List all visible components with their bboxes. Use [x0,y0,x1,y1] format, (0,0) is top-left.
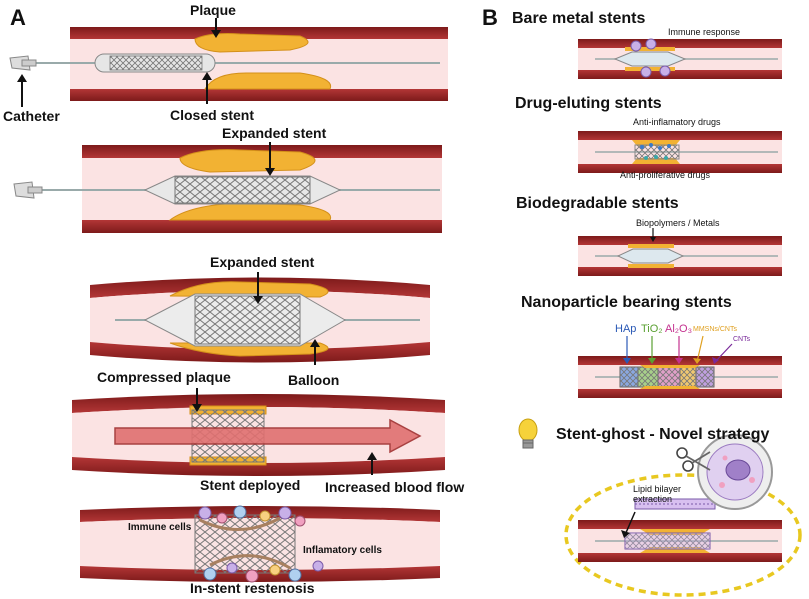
inflamatory-cells-label: Inflamatory cells [303,545,382,556]
nano-cnts-label: CNTs [733,336,751,343]
immune-cells-label: Immune cells [128,522,192,533]
bare-metal-title: Bare metal stents [512,10,646,27]
vessel-step2 [13,145,442,233]
ghost-ring [564,473,802,597]
nano-tio2-label: TiO₂ [641,323,663,335]
stent-ghost-title: Stent-ghost - Novel strategy [556,426,770,443]
balloon-label: Balloon [288,372,340,388]
bare-metal-vessel [578,38,782,79]
nano-mmsns-label: MMSNs/CNTs [693,326,737,333]
lipid-extraction-label: Lipid bilayer extraction [633,484,682,504]
nano-hap-label: HAp [615,323,637,335]
compressed-plaque-label: Compressed plaque [97,369,231,385]
biodegradable-vessel [578,236,782,276]
immune-response-label: Immune response [668,27,741,37]
immune-cells [198,505,324,583]
stent-deployed-label: Stent deployed [200,477,301,493]
nano-al2o3-label: Al₂O₃ [665,323,693,335]
anti-proliferative-label: Anti-proliferative drugs [620,170,711,180]
cell-icon [697,434,773,510]
nanoparticle-vessel [578,356,782,398]
nanoparticle-title: Nanoparticle bearing stents [521,294,732,311]
vessel-step3 [90,277,430,363]
increased-flow-label: Increased blood flow [325,479,465,495]
closed-stent-label: Closed stent [170,107,255,123]
expanded-stent-label-1: Expanded stent [222,125,327,141]
lightbulb-icon [518,418,538,449]
vessel-step1 [9,27,448,101]
drug-eluting-vessel [578,131,782,173]
biopolymers-label: Biopolymers / Metals [636,218,720,228]
expanded-stent-label-2: Expanded stent [210,254,315,270]
scissors-icon [676,447,711,472]
biodegradable-title: Biodegradable stents [516,195,679,212]
anti-inflamatory-label: Anti-inflamatory drugs [633,117,721,127]
drug-eluting-title: Drug-eluting stents [515,95,662,112]
catheter-label: Catheter [3,108,60,124]
vessel-step4 [72,394,445,476]
panel-b-letter: B [482,5,498,30]
restenosis-label: In-stent restenosis [190,580,315,596]
plaque-label: Plaque [190,2,236,18]
stent-ghost-vessel [578,520,782,562]
panel-a-letter: A [10,5,26,30]
nanoparticle-arrows [623,335,733,364]
